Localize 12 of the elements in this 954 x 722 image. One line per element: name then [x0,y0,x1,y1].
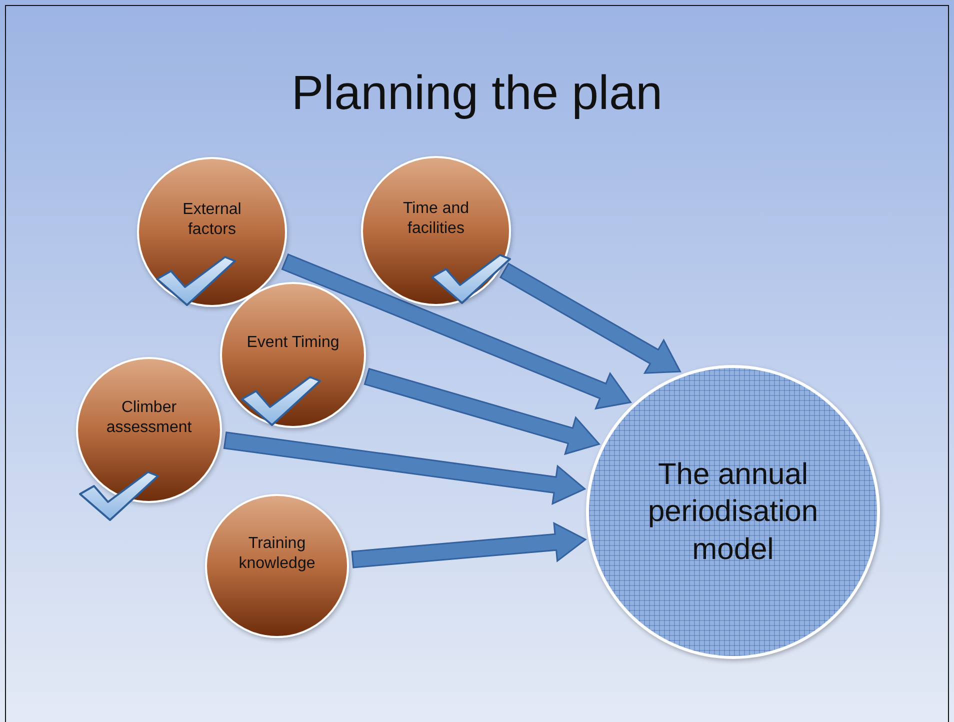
node-label: Time and facilities [402,199,470,239]
node-label: Event Timing [246,333,340,353]
node-label: Training knowledge [238,534,316,574]
block-arrow [281,253,632,410]
block-arrow [499,262,682,374]
block-arrow [351,522,587,568]
node-label: Climber assessment [105,398,193,438]
title: Planning the plan [290,66,664,121]
block-arrow [223,432,586,505]
node-label: The annual periodisation model [646,456,820,568]
node-label: External factors [182,200,242,240]
block-arrow [364,368,601,456]
